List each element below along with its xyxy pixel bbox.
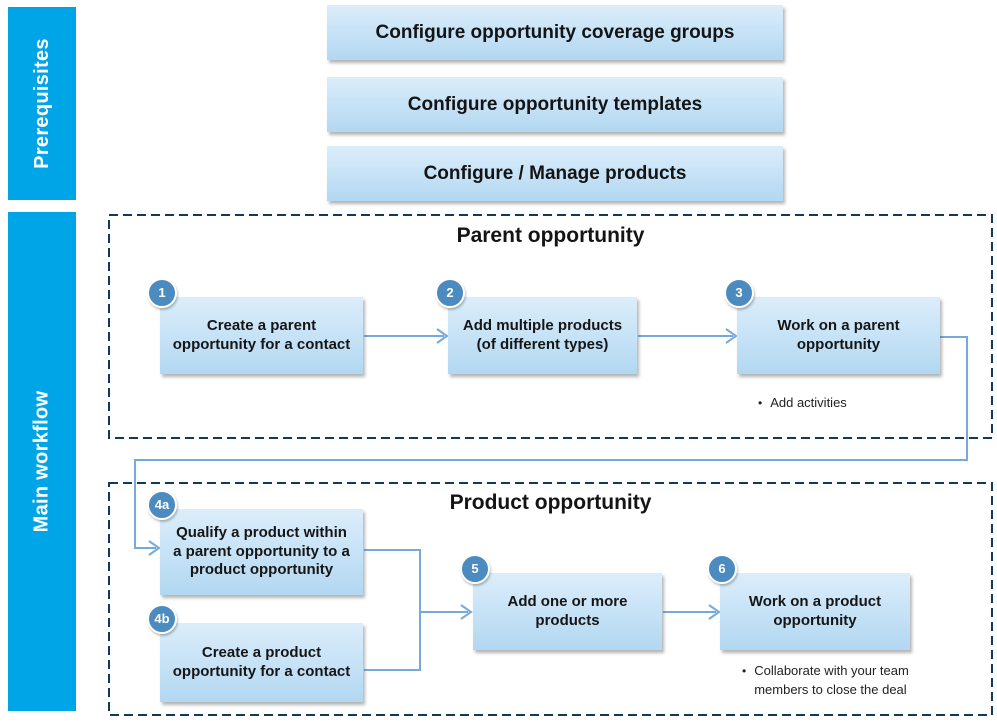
arrowhead-1-2: [436, 328, 449, 344]
step-label-5: Add one or more products: [507, 592, 628, 629]
parent-section-title: Parent opportunity: [456, 224, 645, 247]
step-badge-6: 6: [707, 554, 737, 584]
bullet-icon: •: [758, 396, 763, 410]
prerequisites-bar-label: Prerequisites: [30, 38, 53, 169]
add-activities-note: • Add activities: [758, 394, 958, 413]
step-box-4a: 4a Qualify a product within a parent opp…: [147, 490, 363, 595]
step-badge-3: 3: [724, 278, 754, 308]
config-box-templates: Configure opportunity templates: [327, 77, 783, 132]
main-workflow-bar: Main workflow: [8, 212, 76, 711]
arrowhead-4a-5: [460, 604, 473, 620]
step-label-4a: Qualify a product within a parent opport…: [173, 523, 350, 579]
step-box-1: 1 Create a parent opportunity for a cont…: [147, 278, 363, 374]
prerequisites-bar: Prerequisites: [8, 7, 76, 200]
step-badge-1: 1: [147, 278, 177, 308]
connector-4a-5: [364, 549, 468, 613]
step-label-1: Create a parent opportunity for a contac…: [172, 316, 351, 353]
connector-4b-5: [364, 612, 421, 671]
step-box-6: 6 Work on a product opportunity: [707, 554, 910, 650]
step-badge-5: 5: [460, 554, 490, 584]
step-label-6: Work on a product opportunity: [748, 592, 882, 629]
collaborate-note-text: Collaborate with your team members to cl…: [754, 663, 909, 697]
step-label-2: Add multiple products (of different type…: [462, 316, 623, 353]
add-activities-note-text: Add activities: [770, 395, 847, 410]
arrowhead-3-4a: [148, 540, 161, 556]
step-badge-2: 2: [435, 278, 465, 308]
config-box-coverage-groups: Configure opportunity coverage groups: [327, 5, 783, 60]
arrowhead-2-3: [725, 328, 738, 344]
step-badge-4b: 4b: [147, 604, 177, 634]
main-workflow-bar-label: Main workflow: [30, 390, 53, 533]
arrowhead-5-6: [708, 604, 721, 620]
collaborate-note: • Collaborate with your team members to …: [742, 662, 922, 700]
step-label-3: Work on a parent opportunity: [777, 316, 900, 353]
config-box-templates-label: Configure opportunity templates: [407, 93, 703, 115]
step-box-5: 5 Add one or more products: [460, 554, 662, 650]
bullet-icon: •: [742, 664, 747, 678]
step-box-4b: 4b Create a product opportunity for a co…: [147, 604, 363, 702]
step-label-4b: Create a product opportunity for a conta…: [172, 643, 351, 680]
config-box-products: Configure / Manage products: [327, 146, 783, 201]
step-box-2: 2 Add multiple products (of different ty…: [435, 278, 637, 374]
config-box-products-label: Configure / Manage products: [423, 162, 687, 184]
product-section-title: Product opportunity: [449, 491, 652, 514]
step-box-3: 3 Work on a parent opportunity: [724, 278, 940, 374]
config-box-coverage-groups-label: Configure opportunity coverage groups: [375, 21, 735, 43]
